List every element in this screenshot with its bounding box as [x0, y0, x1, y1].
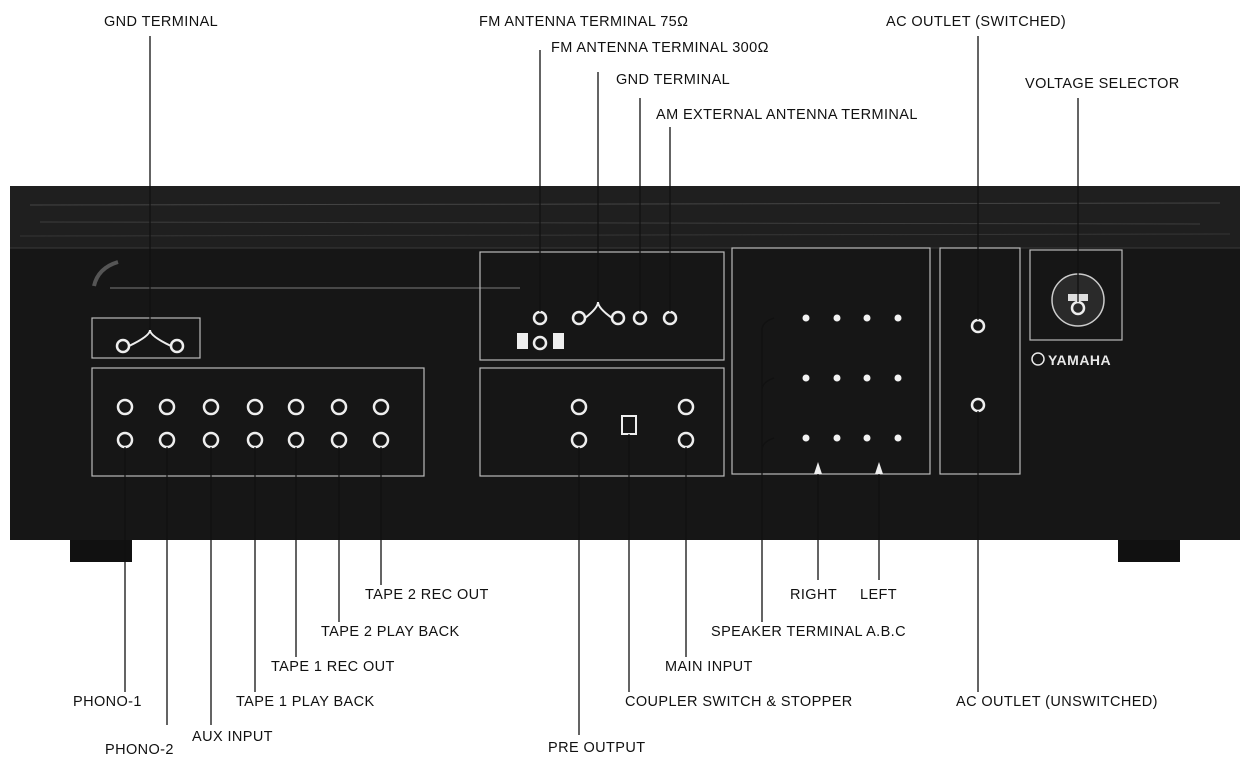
- label-ac-outlet-unswitched: AC OUTLET (UNSWITCHED): [956, 694, 1158, 710]
- label-gnd-terminal-mid: GND TERMINAL: [616, 72, 731, 88]
- ac-outlets-panel: [939, 247, 1021, 475]
- label-aux-input: AUX INPUT: [192, 729, 273, 745]
- label-tape2-play-back: TAPE 2 PLAY BACK: [321, 624, 460, 640]
- label-coupler-switch: COUPLER SWITCH & STOPPER: [625, 694, 853, 710]
- label-phono-1: PHONO-1: [73, 694, 142, 710]
- chassis-top-vent-strip: [10, 186, 1240, 248]
- rca-jacks-input: [116, 398, 390, 449]
- label-gnd-terminal: GND TERMINAL: [104, 14, 219, 30]
- label-main-input: MAIN INPUT: [665, 659, 753, 675]
- label-right: RIGHT: [790, 587, 838, 603]
- label-ac-outlet-switched: AC OUTLET (SWITCHED): [886, 14, 1067, 30]
- label-pre-output: PRE OUTPUT: [548, 740, 646, 756]
- antenna-panel: [479, 251, 725, 361]
- label-fm-antenna-300: FM ANTENNA TERMINAL 300Ω: [551, 40, 769, 56]
- label-am-external-antenna: AM EXTERNAL ANTENNA TERMINAL: [656, 107, 918, 123]
- label-tape2-rec-out: TAPE 2 REC OUT: [365, 587, 489, 603]
- foot-right: [1118, 540, 1180, 562]
- label-tape1-rec-out: TAPE 1 REC OUT: [271, 659, 395, 675]
- label-voltage-selector: VOLTAGE SELECTOR: [1025, 76, 1180, 92]
- speaker-terminals: [802, 314, 902, 442]
- voltage-selector-panel: [1029, 249, 1123, 341]
- label-tape1-play-back: TAPE 1 PLAY BACK: [236, 694, 375, 710]
- label-fm-antenna-75: FM ANTENNA TERMINAL 75Ω: [479, 14, 689, 30]
- label-left: LEFT: [860, 587, 898, 603]
- brand-label: YAMAHA: [1048, 352, 1111, 368]
- yamaha-logo-icon: [1031, 352, 1045, 366]
- gnd-terminal-box: [91, 317, 201, 359]
- pre-main-panel: [479, 367, 725, 477]
- speakers-panel: [731, 247, 931, 475]
- label-phono-2: PHONO-2: [105, 742, 174, 758]
- foot-left: [70, 540, 132, 562]
- input-panel: [91, 367, 425, 477]
- arrow-up-icon: [814, 462, 883, 474]
- label-speaker-terminal: SPEAKER TERMINAL A.B.C: [711, 624, 906, 640]
- callout-leader-lines: [124, 36, 1079, 735]
